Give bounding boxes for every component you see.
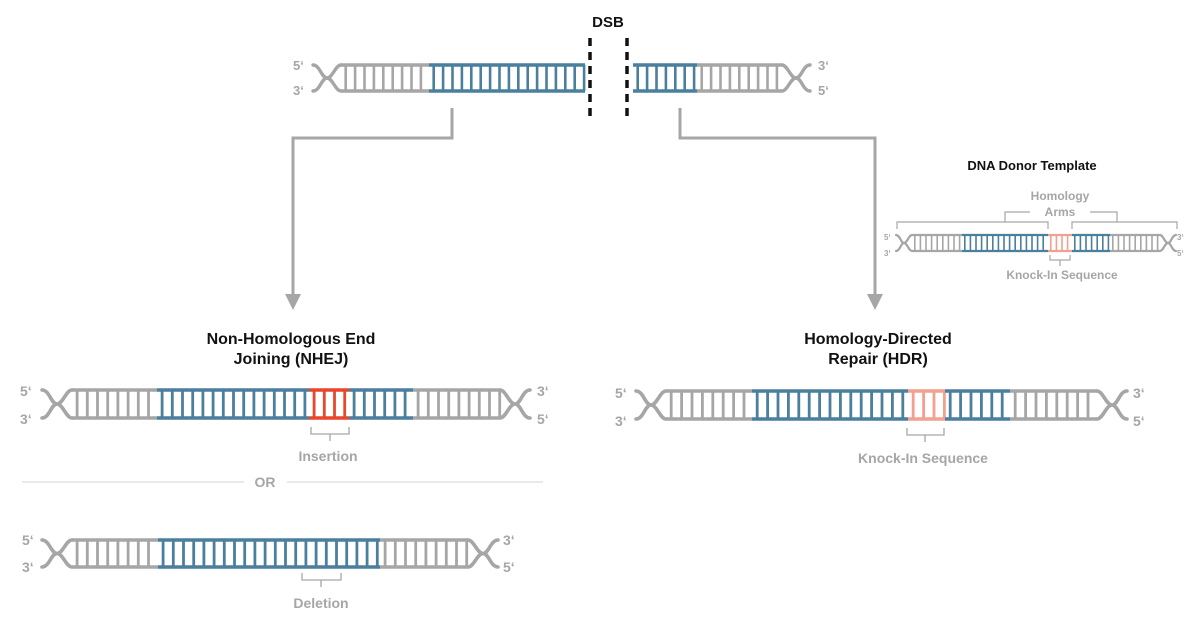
donor-knockin-label: Knock-In Sequence <box>1006 268 1118 282</box>
donor-knockin-bracket <box>1049 255 1071 266</box>
homology-arms-label-2: Arms <box>1045 205 1076 219</box>
top-right-3prime: 3‘ <box>818 58 829 73</box>
nhej-section: Non-Homologous End Joining (NHEJ) 5‘ 3‘ … <box>20 331 549 611</box>
ins-3prime: 3‘ <box>20 411 32 427</box>
hdr-3prime-right: 3‘ <box>1133 385 1145 401</box>
arrow-to-nhej <box>285 108 454 310</box>
top-left-5prime: 5‘ <box>293 58 304 73</box>
del-3prime: 3‘ <box>22 559 34 575</box>
hdr-knockin-bracket <box>906 428 945 442</box>
arrow-to-hdr <box>678 108 883 310</box>
donor-3prime-left: 3‘ <box>884 249 891 258</box>
dna-fragment-right <box>633 63 812 93</box>
top-right-5prime: 5‘ <box>818 83 829 98</box>
insertion-label: Insertion <box>298 448 357 464</box>
ins-5prime-right: 5‘ <box>537 411 549 427</box>
nhej-deletion-dna <box>40 538 500 569</box>
deletion-bracket <box>301 573 342 587</box>
del-5prime-right: 5‘ <box>503 559 515 575</box>
nhej-insertion-dna <box>40 388 532 420</box>
dna-twist-strand <box>311 63 343 93</box>
dna-twist-strand <box>1158 233 1178 253</box>
hdr-5prime-right: 5‘ <box>1133 413 1145 429</box>
donor-3prime-right: 3‘ <box>1177 233 1184 242</box>
donor-title: DNA Donor Template <box>967 158 1096 173</box>
donor-5prime-left: 5‘ <box>884 233 891 242</box>
hdr-5prime: 5‘ <box>615 385 627 401</box>
deletion-label: Deletion <box>293 595 348 611</box>
hdr-3prime: 3‘ <box>615 413 627 429</box>
donor-dna <box>894 233 1178 253</box>
dna-twist-strand <box>634 389 668 421</box>
hdr-knockin-label: Knock-In Sequence <box>858 450 988 466</box>
homology-arm-brackets <box>896 211 1178 229</box>
del-5prime: 5‘ <box>22 532 34 548</box>
top-left-3prime: 3‘ <box>293 83 304 98</box>
hdr-title-line2: Repair (HDR) <box>828 351 928 368</box>
hdr-dna <box>634 389 1129 421</box>
dna-twist-strand <box>466 538 500 569</box>
nhej-title-line2: Joining (NHEJ) <box>234 351 349 368</box>
donor-template: DNA Donor Template Homology Arms Knock-I… <box>884 158 1184 282</box>
dna-twist-strand <box>40 388 74 420</box>
del-3prime-right: 3‘ <box>503 532 515 548</box>
break-lines <box>588 38 629 118</box>
dna-twist-strand <box>1095 389 1129 421</box>
dna-twist-strand <box>40 538 74 569</box>
broken-dna: DSB 5‘ 3‘ 3‘ 5‘ <box>293 14 829 118</box>
insertion-bracket <box>310 427 350 441</box>
dsb-label: DSB <box>592 14 624 31</box>
hdr-section: Homology-Directed Repair (HDR) 5‘ 3‘ 3‘ … <box>615 331 1145 466</box>
ins-3prime-right: 3‘ <box>537 383 549 399</box>
dna-twist-strand <box>894 233 914 253</box>
or-label: OR <box>255 474 276 490</box>
ins-5prime: 5‘ <box>20 383 32 399</box>
hdr-title-line1: Homology-Directed <box>804 331 952 348</box>
dna-twist-strand <box>780 63 812 93</box>
dna-fragment-left <box>311 63 586 93</box>
nhej-title-line1: Non-Homologous End <box>207 331 376 348</box>
donor-5prime-right: 5‘ <box>1177 249 1184 258</box>
dna-twist-strand <box>498 388 532 420</box>
homology-arms-label-1: Homology <box>1031 189 1090 203</box>
